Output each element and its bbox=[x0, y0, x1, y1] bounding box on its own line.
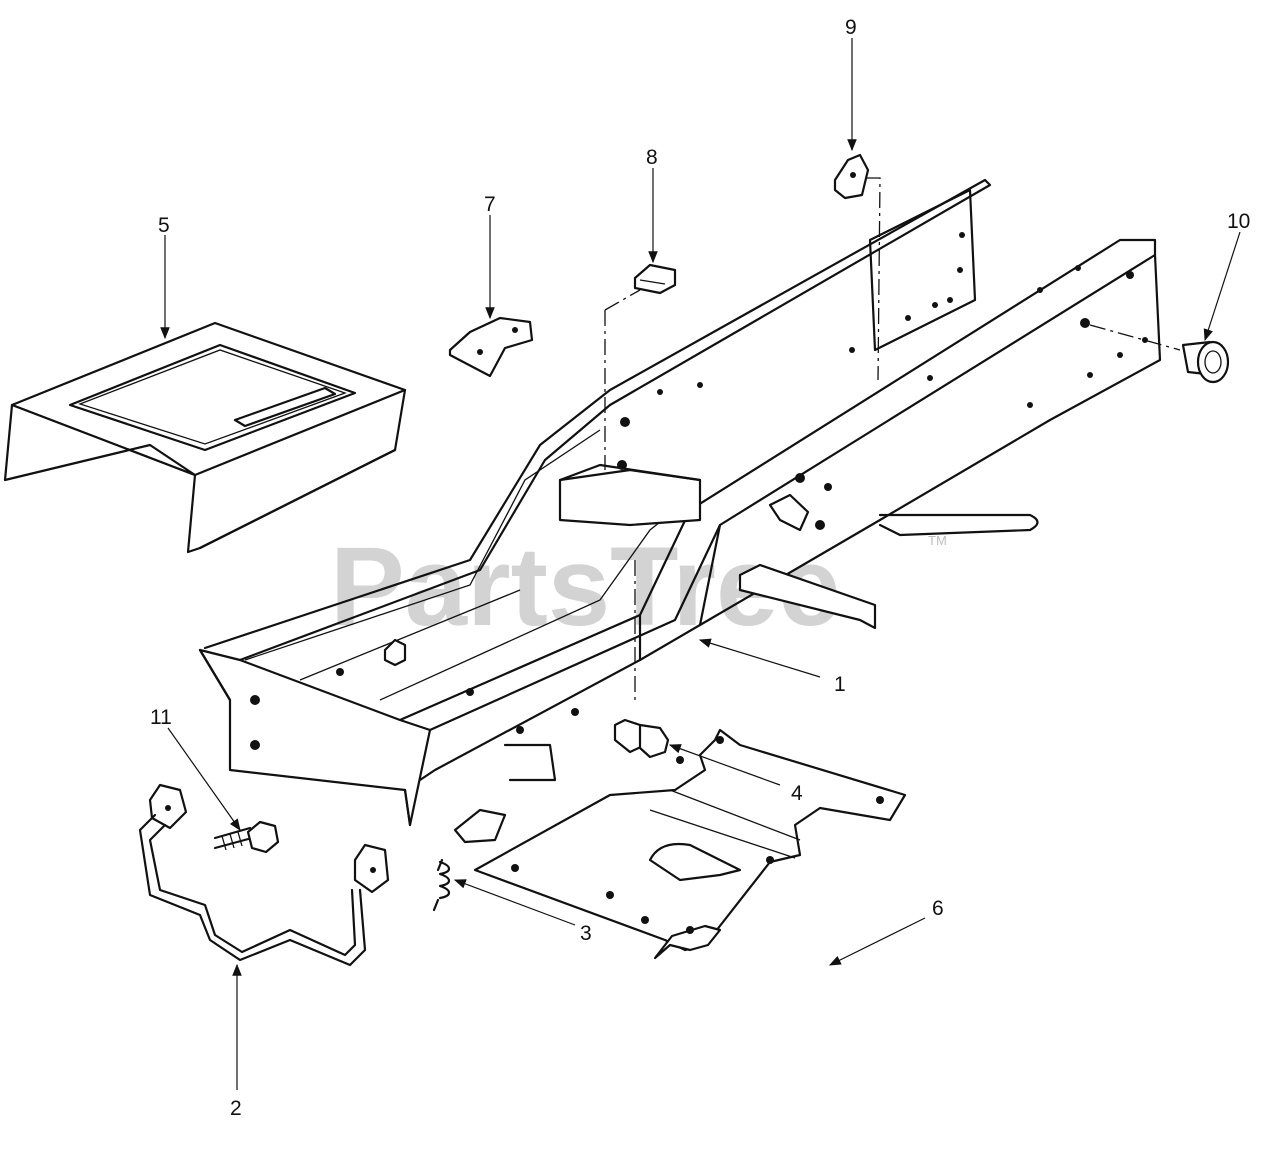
callout-2: 2 bbox=[230, 1097, 242, 1120]
callout-11: 11 bbox=[150, 706, 172, 729]
callout-6: 6 bbox=[932, 897, 944, 920]
watermark-trademark: TM bbox=[928, 533, 947, 548]
callout-9: 9 bbox=[845, 16, 857, 39]
part-1-main-frame bbox=[198, 178, 1162, 844]
part-7-bracket bbox=[448, 316, 534, 378]
part-2-bent-rod bbox=[138, 783, 390, 967]
part-4-shoulder-bolt bbox=[613, 718, 670, 759]
callout-3: 3 bbox=[580, 922, 592, 945]
part-10-bushing bbox=[1181, 340, 1230, 384]
callout-10: 10 bbox=[1227, 210, 1250, 233]
callout-5: 5 bbox=[158, 214, 170, 237]
part-8-pad bbox=[633, 263, 677, 295]
callout-8: 8 bbox=[646, 146, 658, 169]
callout-1: 1 bbox=[834, 673, 846, 696]
part-3-spring bbox=[432, 858, 451, 912]
part-6-plate bbox=[473, 728, 907, 960]
callout-4: 4 bbox=[791, 782, 803, 805]
callout-7: 7 bbox=[484, 193, 496, 216]
part-5-fender-cover bbox=[3, 321, 407, 554]
part-11-hex-bolt bbox=[213, 820, 280, 854]
leader-lines bbox=[160, 38, 1241, 1090]
part-9-clip bbox=[833, 153, 870, 200]
